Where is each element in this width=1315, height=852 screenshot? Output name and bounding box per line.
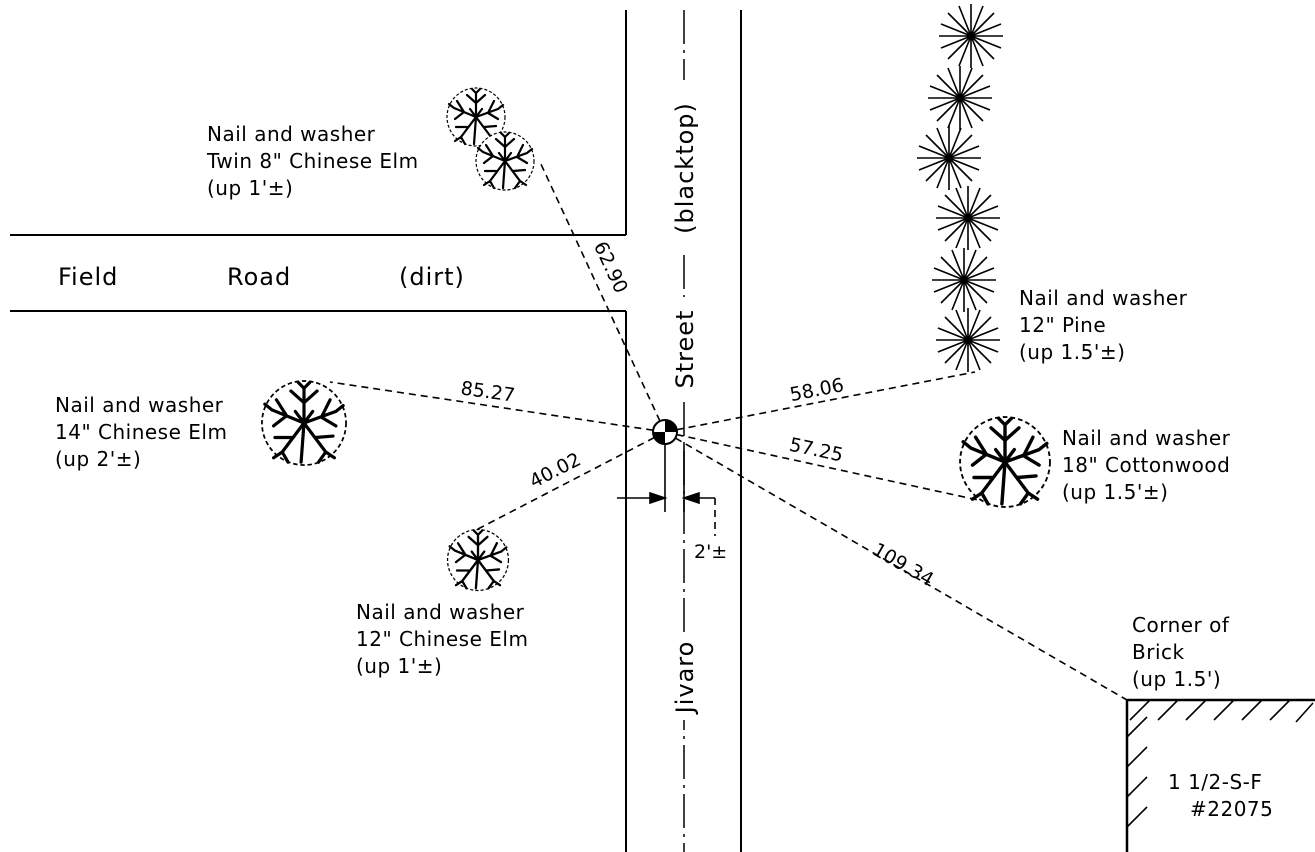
tie-line (664, 431, 1128, 701)
pine-tree-icon (938, 3, 1004, 69)
distance-label: 58.06 (788, 374, 846, 406)
reference-label: Nail and washer Twin 8" Chinese Elm (up … (206, 122, 425, 200)
control-point-symbol (652, 419, 678, 445)
tie-line (475, 431, 666, 531)
street-surface-label: (blacktop) (671, 102, 699, 234)
chinese-elm-12-tree-icon (446, 528, 510, 592)
tie-line (539, 161, 666, 433)
street: Jivaro Street (blacktop) (625, 10, 742, 852)
distance-labels: 62.90 85.27 40.02 58.06 57.25 109.34 (459, 238, 937, 591)
tie-line (664, 431, 979, 501)
field-road: Field Road (dirt) (10, 234, 626, 312)
offset-label: 2'± (694, 541, 727, 563)
building-corner: 1 1/2-S-F #22075 (1125, 698, 1315, 852)
pine-tree-icon (927, 65, 993, 131)
pine-tree-icon (931, 247, 997, 313)
tree-symbols (260, 3, 1052, 592)
building-label: 1 1/2-S-F #22075 (1168, 770, 1273, 821)
distance-label: 85.27 (459, 377, 516, 406)
tie-line (664, 371, 976, 433)
tie-line (329, 381, 666, 433)
reference-label: Nail and washer 18" Cottonwood (up 1.5'±… (1062, 426, 1237, 504)
reference-label: Nail and washer 12" Pine (up 1.5'±) (1019, 286, 1194, 364)
tie-lines (329, 161, 1128, 701)
twin-chinese-elm-tree-icon (474, 130, 536, 192)
street-name-label: Jivaro (671, 641, 699, 716)
field-road-surface-label: (dirt) (399, 263, 465, 291)
reference-label: Nail and washer 14" Chinese Elm (up 2'±) (55, 393, 234, 471)
building-hatching (1126, 699, 1314, 828)
reference-label: Corner of Brick (up 1.5') (1132, 613, 1236, 691)
pine-tree-icon (935, 307, 1001, 373)
distance-label: 40.02 (526, 449, 584, 493)
offset-dimension: 2'± (617, 445, 727, 563)
distance-label: 62.90 (589, 238, 632, 297)
chinese-elm-14-tree-icon (260, 379, 348, 467)
pine-tree-icon (935, 185, 1001, 251)
reference-label: Nail and washer 12" Chinese Elm (up 1'±) (356, 600, 535, 678)
cottonwood-tree-icon (958, 415, 1052, 509)
distance-label: 57.25 (787, 434, 845, 467)
reference-labels: Nail and washer Twin 8" Chinese Elm (up … (55, 122, 1237, 691)
street-type-label: Street (671, 310, 699, 389)
pine-tree-icon (916, 125, 982, 191)
distance-label: 109.34 (869, 539, 938, 591)
field-road-label: Field (58, 263, 118, 291)
field-road-label: Road (227, 263, 291, 291)
